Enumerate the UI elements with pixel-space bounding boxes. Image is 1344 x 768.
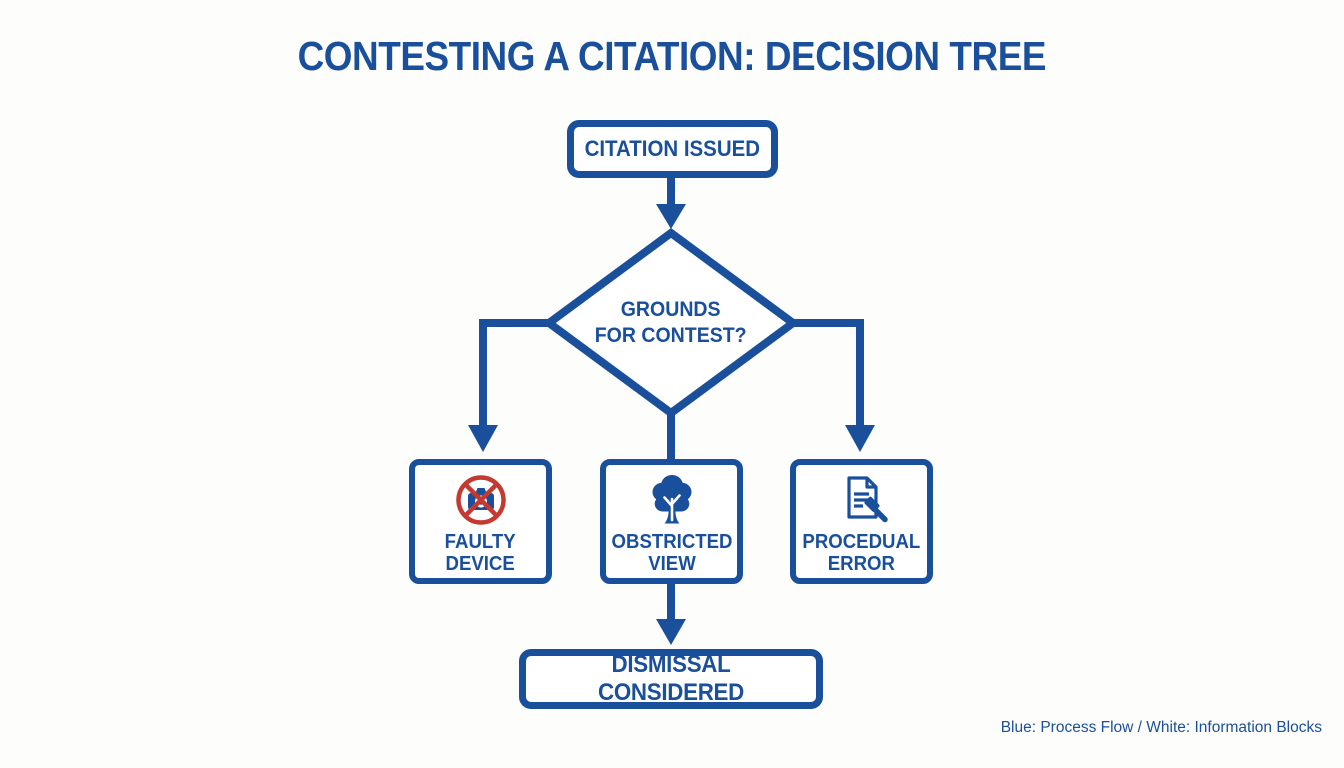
node-faulty-device: FAULTY DEVICE xyxy=(409,459,552,584)
node-procedural-error: PROCEDUAL ERROR xyxy=(790,459,933,584)
document-gavel-icon xyxy=(846,476,888,523)
arrow-obstructed-view-to-outcome xyxy=(656,578,686,645)
page-title: CONTESTING A CITATION: DECISION TREE xyxy=(0,36,1344,77)
node-obstructed-view: OBSTRICTED VIEW xyxy=(600,459,743,584)
page-title-text: CONTESTING A CITATION: DECISION TREE xyxy=(297,33,1047,79)
node-citation-issued-label: CITATION ISSUED xyxy=(584,136,761,161)
node-decision: GROUNDS FOR CONTEST? xyxy=(551,297,791,348)
node-faulty-device-label: FAULTY DEVICE xyxy=(445,531,516,576)
arrow-start-to-decision xyxy=(656,173,686,229)
node-citation-issued: CITATION ISSUED xyxy=(567,120,778,178)
node-dismissal-considered: DISMISSAL CONSIDERED xyxy=(519,649,823,709)
arrow-decision-to-procedural-error xyxy=(786,319,875,452)
tree-icon xyxy=(652,475,691,524)
node-decision-label: GROUNDS FOR CONTEST? xyxy=(595,298,747,347)
no-camera-icon xyxy=(455,475,506,525)
arrow-decision-to-faulty-device xyxy=(468,319,556,452)
decision-diamond xyxy=(542,228,800,418)
legend: Blue: Process Flow / White: Information … xyxy=(1000,719,1322,736)
node-dismissal-considered-label: DISMISSAL CONSIDERED xyxy=(597,651,745,706)
node-procedural-error-label: PROCEDUAL ERROR xyxy=(802,531,921,576)
node-obstructed-view-label: OBSTRICTED VIEW xyxy=(611,531,732,576)
